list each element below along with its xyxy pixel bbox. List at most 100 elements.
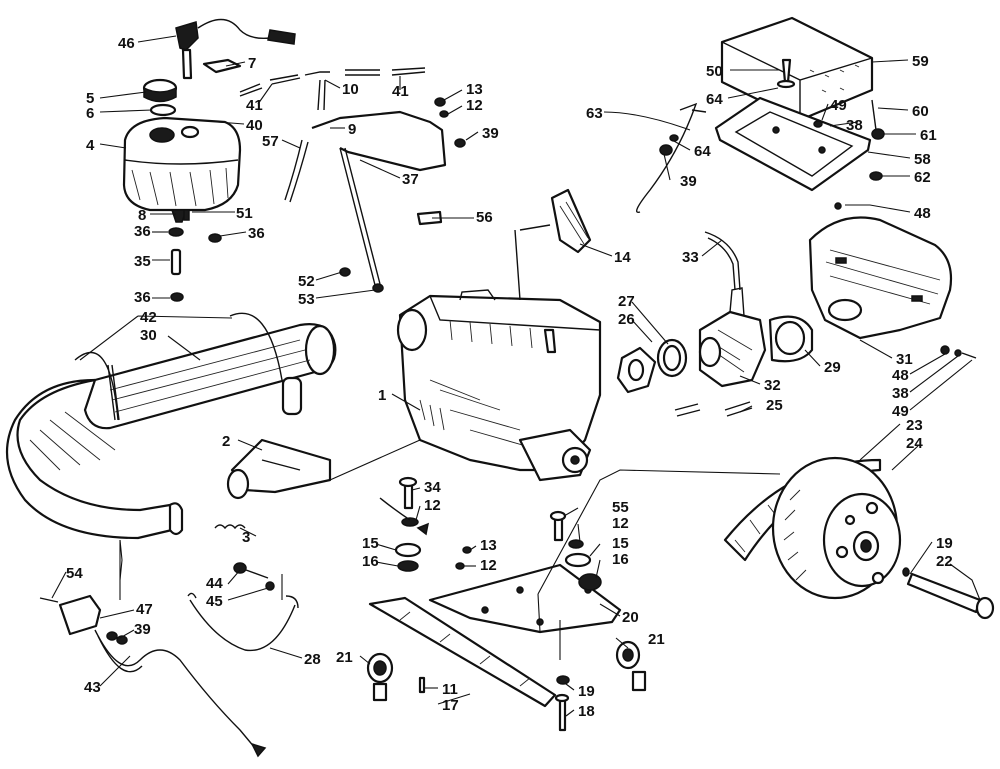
cylinder-cover <box>416 210 443 226</box>
callout-21-b: 21 <box>648 631 665 648</box>
callout-52: 52 <box>298 273 315 290</box>
callout-34: 34 <box>424 479 441 496</box>
callout-35: 35 <box>134 253 151 270</box>
callout-62: 62 <box>914 169 931 186</box>
callout-12-c: 12 <box>480 557 497 574</box>
engine <box>396 289 602 482</box>
callout-15-b: 15 <box>612 535 629 552</box>
callout-55: 55 <box>612 499 629 516</box>
callout-5: 5 <box>86 90 94 107</box>
engine-mount-plate <box>428 563 622 634</box>
callout-36-b: 36 <box>248 225 265 242</box>
clutch-bolt <box>902 567 995 620</box>
carb-fuel-hose <box>704 231 741 291</box>
callout-53: 53 <box>298 291 315 308</box>
callout-38-b: 38 <box>892 385 909 402</box>
callout-13-a: 13 <box>466 81 483 98</box>
callout-28: 28 <box>304 651 321 668</box>
callout-19-b: 19 <box>578 683 595 700</box>
callout-25: 25 <box>766 397 783 414</box>
callout-16-a: 16 <box>362 553 379 570</box>
callout-58: 58 <box>914 151 931 168</box>
silencer-bracket <box>636 102 707 214</box>
carb-adapter-flange <box>616 346 657 394</box>
cap-gasket <box>149 103 177 117</box>
callout-22: 22 <box>936 553 953 570</box>
fuel-lines <box>239 67 426 203</box>
callout-31: 31 <box>896 351 913 368</box>
callout-46: 46 <box>118 35 135 52</box>
fuel-tank <box>122 116 242 212</box>
callout-57: 57 <box>262 133 279 150</box>
mount-hardware <box>366 476 647 732</box>
callout-51: 51 <box>236 205 253 222</box>
callout-61: 61 <box>920 127 937 144</box>
callout-44: 44 <box>206 575 223 592</box>
callout-20: 20 <box>622 609 639 626</box>
callout-60: 60 <box>912 103 929 120</box>
callout-23: 23 <box>906 417 923 434</box>
callout-12-d: 12 <box>612 515 629 532</box>
leader-lines <box>51 35 981 717</box>
callout-42: 42 <box>140 309 157 326</box>
throttle-rod <box>311 97 466 293</box>
callout-59: 59 <box>912 53 929 70</box>
muffler <box>83 323 337 430</box>
callout-45: 45 <box>206 593 223 610</box>
callout-64-b: 64 <box>706 91 723 108</box>
callout-33: 33 <box>682 249 699 266</box>
muffler-hanger-springs <box>74 312 283 421</box>
callout-14: 14 <box>614 249 631 266</box>
callout-49-b: 49 <box>892 403 909 420</box>
carb-boot <box>768 315 814 363</box>
callout-15-a: 15 <box>362 535 379 552</box>
callout-4: 4 <box>86 137 95 154</box>
carburetor <box>698 287 767 388</box>
callout-43: 43 <box>84 679 101 696</box>
callout-8: 8 <box>138 207 146 224</box>
callout-24: 24 <box>906 435 923 452</box>
callout-41-b: 41 <box>392 83 409 100</box>
callout-18: 18 <box>578 703 595 720</box>
front-mount-bar <box>368 596 557 708</box>
callout-9: 9 <box>348 121 356 138</box>
callout-63: 63 <box>586 105 603 122</box>
air-silencer <box>808 216 953 340</box>
callout-12-b: 12 <box>424 497 441 514</box>
callout-1: 1 <box>378 387 386 404</box>
drive-clutch <box>771 456 902 600</box>
callout-48-a: 48 <box>914 205 931 222</box>
callout-21-a: 21 <box>336 649 353 666</box>
callout-13-b: 13 <box>480 537 497 554</box>
impulse-hoses <box>674 401 753 417</box>
callout-10: 10 <box>342 81 359 98</box>
callout-56: 56 <box>476 209 493 226</box>
fuel-cap <box>142 78 178 103</box>
fuel-line-fittings <box>168 209 222 302</box>
callout-27: 27 <box>618 293 635 310</box>
callout-49-a: 49 <box>830 97 847 114</box>
callout-26: 26 <box>618 311 635 328</box>
silencer-plate <box>714 96 872 192</box>
fan-shroud <box>514 188 592 301</box>
callout-17: 17 <box>442 697 459 714</box>
carb-clamps <box>656 338 688 378</box>
callout-39-c: 39 <box>134 621 151 638</box>
callout-36-c: 36 <box>134 289 151 306</box>
callout-39-b: 39 <box>680 173 697 190</box>
callout-11: 11 <box>442 681 458 698</box>
callout-2: 2 <box>222 433 230 450</box>
callout-47: 47 <box>136 601 153 618</box>
callout-54: 54 <box>66 565 83 582</box>
callout-30: 30 <box>140 327 157 344</box>
exhaust-pipe <box>5 378 184 540</box>
fuel-gauge-sender <box>175 18 296 80</box>
callout-37: 37 <box>402 171 419 188</box>
callout-41-a: 41 <box>246 97 263 114</box>
callout-38-a: 38 <box>846 117 863 134</box>
callout-39-a: 39 <box>482 125 499 142</box>
exhaust-manifold <box>226 438 332 500</box>
callout-36-a: 36 <box>134 223 151 240</box>
silencer-foam <box>720 16 874 122</box>
